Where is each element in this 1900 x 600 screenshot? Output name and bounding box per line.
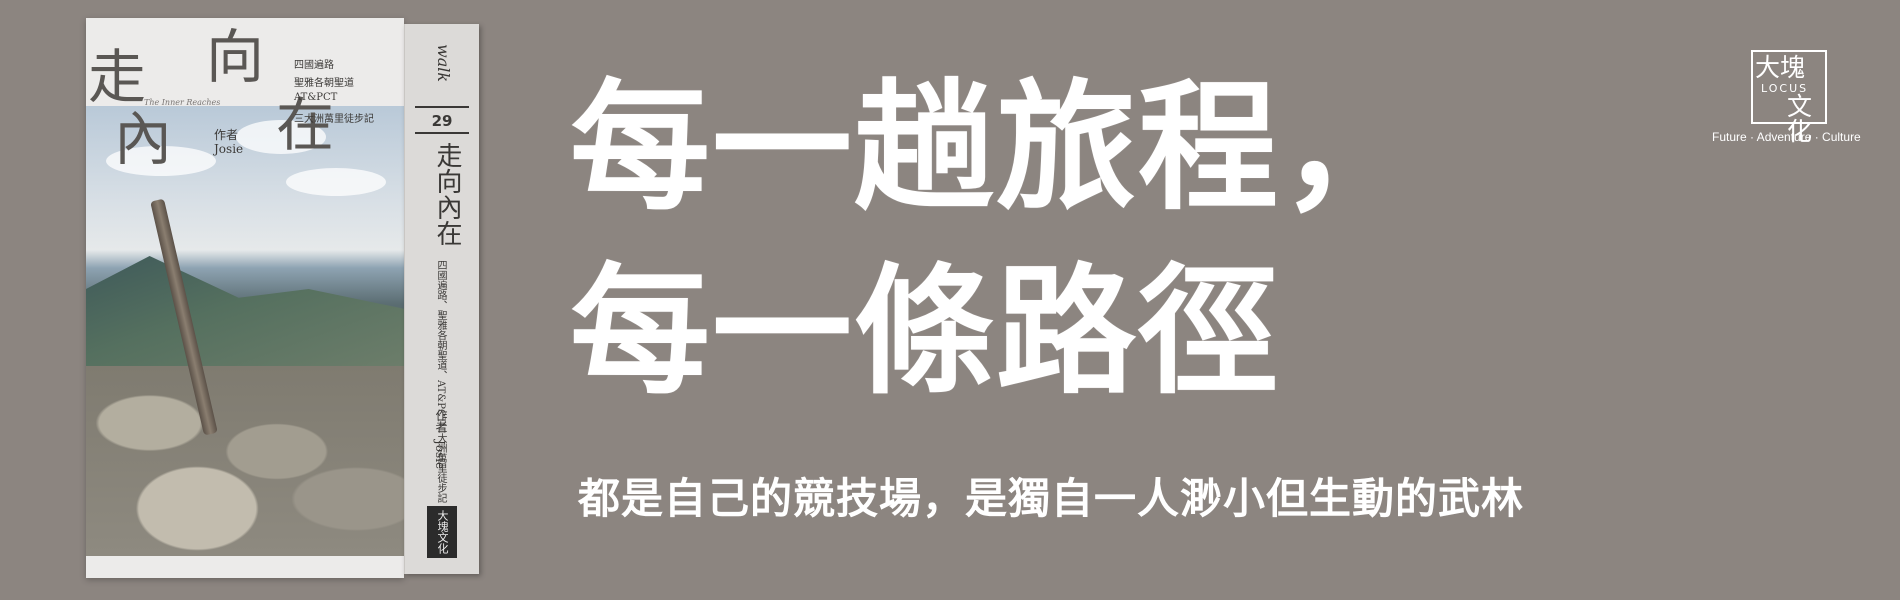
cover-author-label: 作者 xyxy=(214,128,239,142)
spine-publisher-logo: 大塊文化 xyxy=(427,506,457,558)
cover-tagline: 三大洲萬里徒步記 xyxy=(294,114,374,125)
publisher-tagline: Future · Adventure · Culture xyxy=(1712,130,1861,144)
logo-bottom: 文化 xyxy=(1787,92,1813,146)
cloud xyxy=(286,168,386,196)
cover-tagline: 四國遍路 xyxy=(294,60,334,71)
logo-en: LOCUS xyxy=(1761,82,1809,95)
cover-photo xyxy=(86,106,404,556)
book-spine: walk 29 走向內在 四國遍路、聖雅各朝聖道、AT&PCT三大洲萬里徒步記 … xyxy=(404,24,479,574)
cover-title-char: 內 xyxy=(114,105,173,173)
cover-title-char: 向 xyxy=(206,23,265,91)
spine-number: 29 xyxy=(431,112,453,130)
cover-english-title: The Inner Reaches xyxy=(144,98,221,107)
headline-line-1: 每一趟旅程， xyxy=(570,66,1423,230)
spine-subtitle: 四國遍路、聖雅各朝聖道、AT&PCT三大洲萬里徒步記 xyxy=(435,260,446,504)
cover-tagline: AT&PCT xyxy=(294,92,338,103)
spine-author: Josie xyxy=(433,440,447,470)
publisher-logo: 大塊 LOCUS 文化 xyxy=(1751,50,1827,144)
book-front-cover: 走 向 內 在 The Inner Reaches 四國遍路 聖雅各朝聖道 AT… xyxy=(86,18,404,578)
spine-rule xyxy=(415,132,469,134)
spine-author-label: 作者 xyxy=(434,409,448,433)
spine-title: 走向內在 xyxy=(432,142,462,246)
book-cover: 走 向 內 在 The Inner Reaches 四國遍路 聖雅各朝聖道 AT… xyxy=(86,18,496,578)
cover-title-char: 在 xyxy=(276,91,335,159)
subheadline: 都是自己的競技場，是獨自一人渺小但生動的武林 xyxy=(578,474,1525,523)
cloud xyxy=(236,120,326,154)
rocky-summit xyxy=(86,366,404,556)
spine-rule xyxy=(415,106,469,108)
cover-title-char: 走 xyxy=(88,43,147,111)
headline-line-2: 每一條路徑 xyxy=(570,250,1281,414)
cloud xyxy=(106,146,216,176)
spine-series: walk xyxy=(434,44,453,83)
logo-top: 大塊 xyxy=(1755,53,1806,82)
cover-author: Josie xyxy=(214,142,244,156)
mountain-ridge xyxy=(86,256,404,366)
cover-tagline: 聖雅各朝聖道 xyxy=(294,78,354,89)
